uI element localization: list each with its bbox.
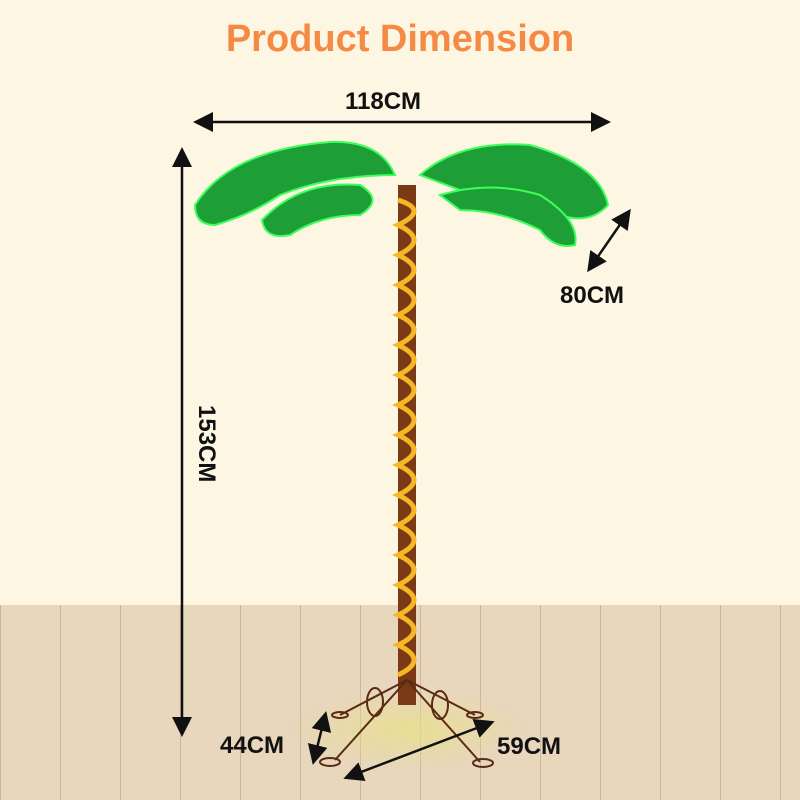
depth-arrow — [587, 208, 631, 273]
page-title: Product Dimension — [225, 18, 575, 60]
base-height-arrow — [307, 711, 332, 765]
base-width-arrow — [343, 718, 495, 782]
base-height-label: 44CM — [220, 732, 285, 759]
width-label: 118CM — [345, 88, 422, 115]
palm-leaves — [193, 140, 610, 247]
depth-label: 80CM — [560, 282, 625, 309]
height-label: 153CM — [193, 405, 220, 483]
light-rope — [392, 197, 417, 678]
base-width-label: 59CM — [497, 733, 562, 760]
